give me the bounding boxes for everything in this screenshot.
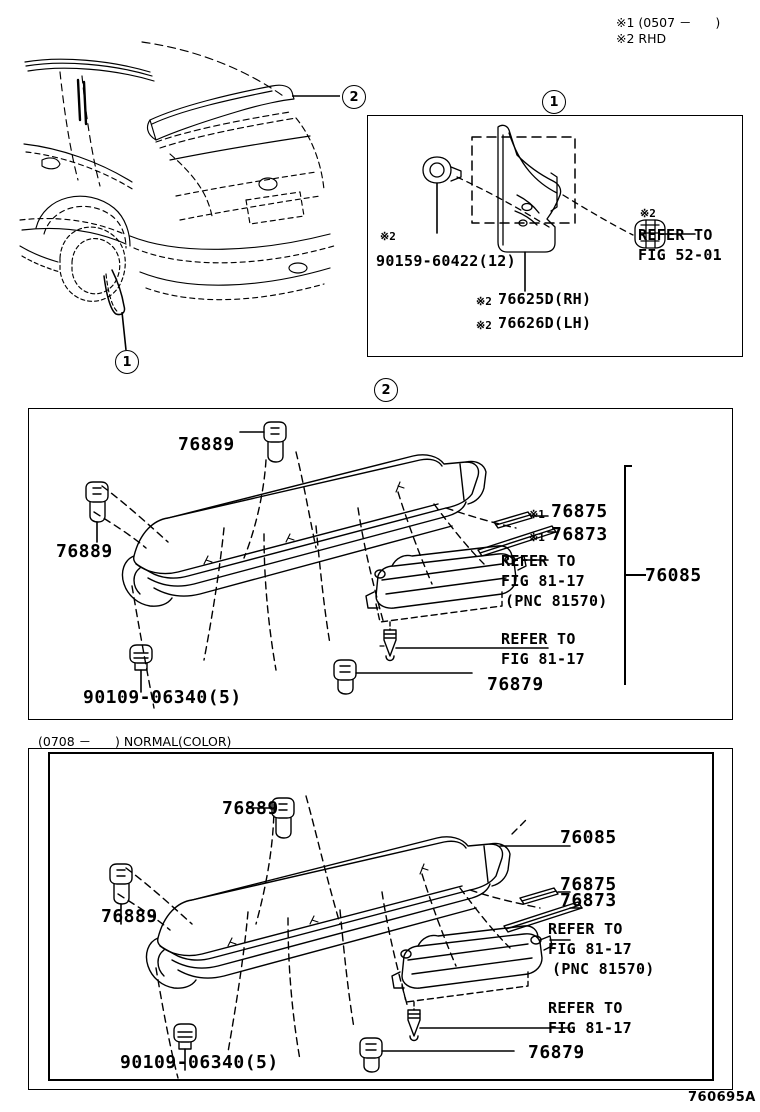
panel1-refer-line2[interactable]: FIG 52-01 [638,246,722,264]
panel3-inner-bracket-top [48,752,714,754]
panel3-spoiler-drawing [109,795,583,1079]
panel1-refer-star: ※2 [640,207,656,220]
panel3-lamp-refer-line3[interactable]: (PNC 81570) [552,960,655,978]
panel3-screw-refer-line1[interactable]: REFER TO [548,999,623,1017]
figure-code: 760695A [688,1090,756,1105]
panel3-clip-bottom-label[interactable]: 76879 [528,1042,585,1063]
panel1-marker: 1 [542,90,566,114]
panel2-screw-refer-line2[interactable]: FIG 81-17 [501,650,585,668]
panel1-mudguard-rh-label[interactable]: 76625D(RH) [498,290,592,308]
panel2-assembly-bracket-top [624,465,632,467]
panel1-refer-line1[interactable]: REFER TO [638,226,713,244]
panel2-clip-top-label[interactable]: 76889 [178,434,235,455]
panel-3 [28,748,733,1090]
panel2-marker: 2 [374,378,398,402]
panel2-spoiler-drawing [85,421,557,709]
panel2-trim-upper-star: ※1 [529,508,545,521]
panel3-clip-left-label[interactable]: 76889 [101,906,158,927]
panel3-lamp-refer-line2[interactable]: FIG 81-17 [548,940,632,958]
panel2-clip-left-label[interactable]: 76889 [56,541,113,562]
panel1-mudguard-lh-label[interactable]: 76626D(LH) [498,314,592,332]
panel3-inner-bracket-right [712,752,714,1080]
panel3-screw-refer-line2[interactable]: FIG 81-17 [548,1019,632,1037]
vehicle-callout-2[interactable]: 2 [342,85,366,109]
panel2-screw-refer-line1[interactable]: REFER TO [501,630,576,648]
panel-1 [367,115,743,357]
panel2-trim-upper-label[interactable]: 76875 [551,501,608,522]
vehicle-callout-1[interactable]: 1 [115,350,139,374]
panel3-bolt-bottom-label[interactable]: 90109-06340(5) [120,1052,279,1073]
panel3-header: (0708 － ) NORMAL(COLOR) [38,734,232,749]
panel2-lamp-refer-line3[interactable]: (PNC 81570) [505,592,608,610]
panel2-trim-lower-label[interactable]: 76873 [551,524,608,545]
panel2-bolt-bottom-label[interactable]: 90109-06340(5) [83,687,242,708]
panel1-mudguard-rh-star: ※2 [476,295,492,308]
panel-2 [28,408,733,720]
vehicle-illustration [19,41,340,351]
panel2-assembly-label[interactable]: 76085 [645,565,702,586]
panel3-trim-lower-label[interactable]: 76873 [560,890,617,911]
panel1-bolt-star: ※2 [380,230,396,243]
panel3-lamp-refer-line1[interactable]: REFER TO [548,920,623,938]
panel3-assembly-label[interactable]: 76085 [560,827,617,848]
legend-note-2: ※2 RHD [616,31,667,46]
panel2-lamp-refer-line1[interactable]: REFER TO [501,552,576,570]
panel2-lamp-refer-line2[interactable]: FIG 81-17 [501,572,585,590]
panel1-mudguard-drawing [422,124,696,292]
panel3-inner-bracket-left [48,752,50,1080]
panel1-mudguard-lh-star: ※2 [476,319,492,332]
legend-note-1: ※1 (0507 － ) [616,15,721,30]
panel2-clip-bottom-label[interactable]: 76879 [487,674,544,695]
panel1-bolt-label[interactable]: 90159-60422(12) [376,252,516,270]
panel3-clip-top-label[interactable]: 76889 [222,798,279,819]
panel3-trim-upper-label[interactable]: 76875 [560,874,617,895]
panel3-inner-bracket-bottom [48,1079,714,1081]
panel2-assembly-leader [624,574,646,576]
panel2-trim-lower-star: ※1 [529,531,545,544]
